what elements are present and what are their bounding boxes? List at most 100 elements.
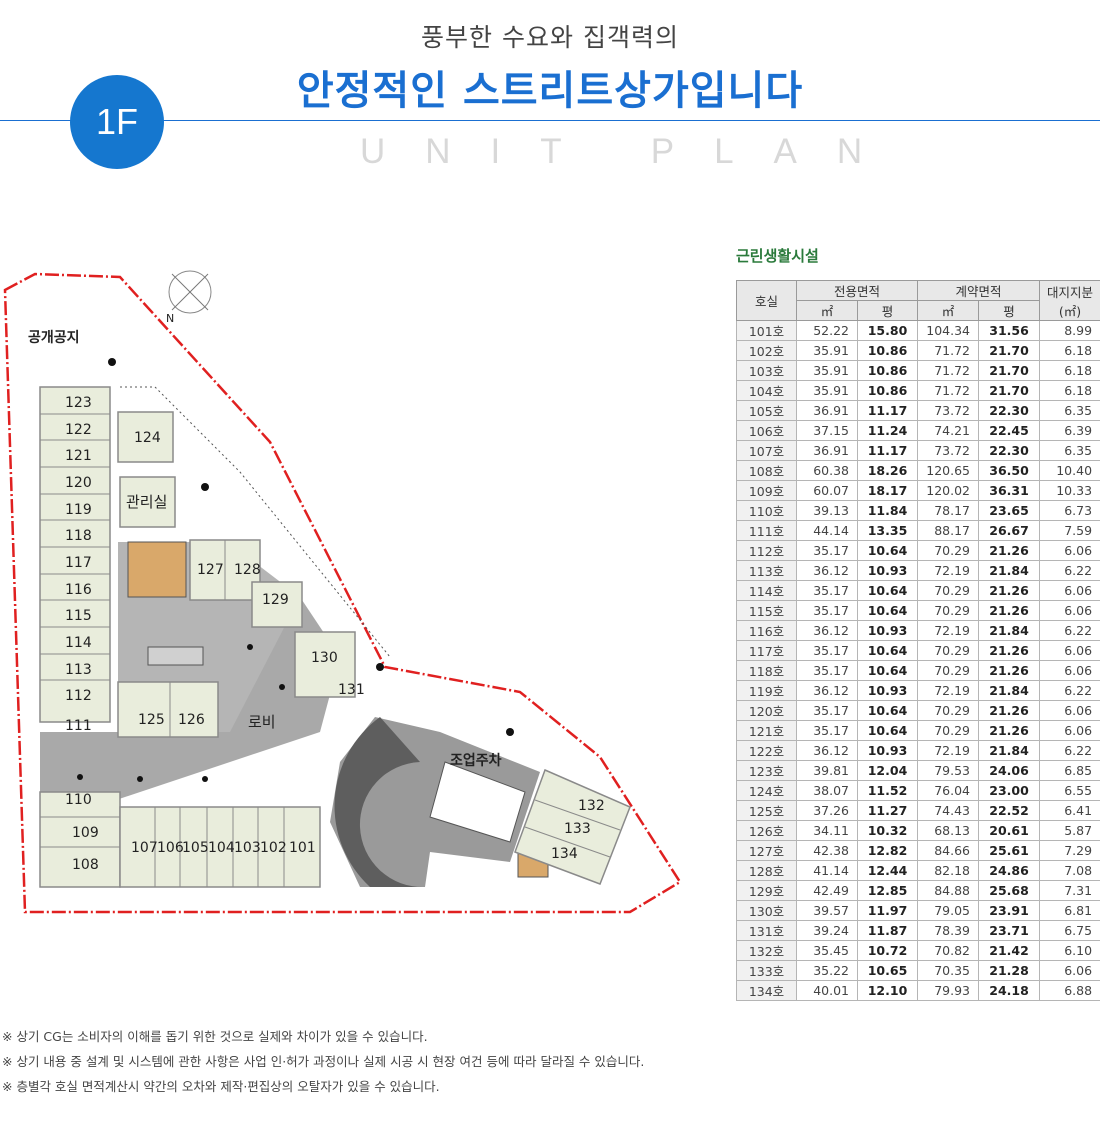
table-cell: 10.33 <box>1039 480 1100 501</box>
table-cell: 70.82 <box>917 940 980 961</box>
table-cell: 11.97 <box>856 900 919 921</box>
col-contract: 계약면적 <box>917 280 1041 301</box>
table-cell: 70.29 <box>917 540 980 561</box>
table-cell: 21.26 <box>978 720 1041 741</box>
table-cell: 21.26 <box>978 600 1041 621</box>
table-cell: 36.91 <box>796 440 858 461</box>
table-cell: 18.17 <box>856 480 919 501</box>
table-cell: 10.64 <box>856 600 919 621</box>
table-cell: 134호 <box>736 980 797 1001</box>
table-cell: 6.06 <box>1039 540 1100 561</box>
table-cell: 121호 <box>736 720 797 741</box>
table-cell: 36.12 <box>796 620 858 641</box>
table-heading: 근린생활시설 <box>736 247 819 265</box>
table-cell: 6.06 <box>1039 580 1100 601</box>
table-cell: 21.26 <box>978 580 1041 601</box>
footnote: ※ 층별각 호실 면적계산시 약간의 오차와 제작·편집상의 오탈자가 있을 수… <box>2 1079 440 1094</box>
col-exclusive: 전용면적 <box>795 280 919 301</box>
unit-label: 108 <box>72 857 99 873</box>
table-cell: 21.42 <box>978 940 1041 961</box>
table-cell: 24.06 <box>978 760 1041 781</box>
table-cell: 10.86 <box>856 380 919 401</box>
table-cell: 35.17 <box>796 660 858 681</box>
table-cell: 6.10 <box>1039 940 1100 961</box>
table-cell: 111호 <box>736 520 797 541</box>
table-cell: 6.81 <box>1039 900 1100 921</box>
table-cell: 120호 <box>736 700 797 721</box>
unit-label: 109 <box>72 825 99 841</box>
table-cell: 21.26 <box>978 700 1041 721</box>
unit-label: 122 <box>65 422 92 438</box>
table-cell: 41.14 <box>796 860 858 881</box>
table-cell: 12.10 <box>856 980 919 1001</box>
table-cell: 78.17 <box>917 500 980 521</box>
table-cell: 10.93 <box>856 680 919 701</box>
table-cell: 6.88 <box>1039 980 1100 1001</box>
table-cell: 6.85 <box>1039 760 1100 781</box>
table-cell: 37.15 <box>796 420 858 441</box>
table-cell: 106호 <box>736 420 797 441</box>
table-cell: 35.17 <box>796 700 858 721</box>
unit-label: 131 <box>338 682 365 698</box>
col-exclusive-sqm: ㎡ <box>796 300 858 321</box>
table-cell: 40.01 <box>796 980 858 1001</box>
table-cell: 79.05 <box>917 900 980 921</box>
table-cell: 35.91 <box>796 340 858 361</box>
footnote: ※ 상기 CG는 소비자의 이해를 돕기 위한 것으로 실제와 차이가 있을 수… <box>2 1029 428 1044</box>
table-cell: 6.06 <box>1039 960 1100 981</box>
table-cell: 125호 <box>736 800 797 821</box>
table-cell: 70.29 <box>917 660 980 681</box>
table-cell: 12.82 <box>856 840 919 861</box>
col-exclusive-pyeong: 평 <box>856 300 919 321</box>
table-cell: 18.26 <box>856 460 919 481</box>
table-cell: 13.35 <box>856 520 919 541</box>
table-cell: 109호 <box>736 480 797 501</box>
table-cell: 10.93 <box>856 620 919 641</box>
col-contract-pyeong: 평 <box>978 300 1041 321</box>
table-cell: 72.19 <box>917 740 980 761</box>
table-cell: 25.68 <box>978 880 1041 901</box>
label-public-space: 공개공지 <box>28 330 80 346</box>
col-unit: 호실 <box>736 280 797 321</box>
unit-label: 107 <box>131 840 158 856</box>
table-cell: 10.86 <box>856 360 919 381</box>
compass-north-label: N <box>166 312 174 325</box>
table-cell: 74.43 <box>917 800 980 821</box>
table-cell: 11.17 <box>856 400 919 421</box>
table-cell: 11.17 <box>856 440 919 461</box>
table-cell: 10.72 <box>856 940 919 961</box>
unit-label: 110 <box>65 792 92 808</box>
table-cell: 39.24 <box>796 920 858 941</box>
table-cell: 73.72 <box>917 440 980 461</box>
table-cell: 36.50 <box>978 460 1041 481</box>
unit-label: 101 <box>289 840 316 856</box>
unit-label: 124 <box>134 430 161 446</box>
table-cell: 112호 <box>736 540 797 561</box>
table-cell: 21.84 <box>978 560 1041 581</box>
table-cell: 11.52 <box>856 780 919 801</box>
table-cell: 21.28 <box>978 960 1041 981</box>
table-cell: 35.17 <box>796 720 858 741</box>
unit-label: 121 <box>65 448 92 464</box>
table-cell: 7.59 <box>1039 520 1100 541</box>
table-cell: 7.08 <box>1039 860 1100 881</box>
table-cell: 11.24 <box>856 420 919 441</box>
table-cell: 36.12 <box>796 740 858 761</box>
management-room <box>119 476 176 528</box>
table-cell: 35.91 <box>796 360 858 381</box>
table-cell: 10.40 <box>1039 460 1100 481</box>
table-cell: 35.17 <box>796 540 858 561</box>
floor-badge: 1F <box>70 75 164 169</box>
